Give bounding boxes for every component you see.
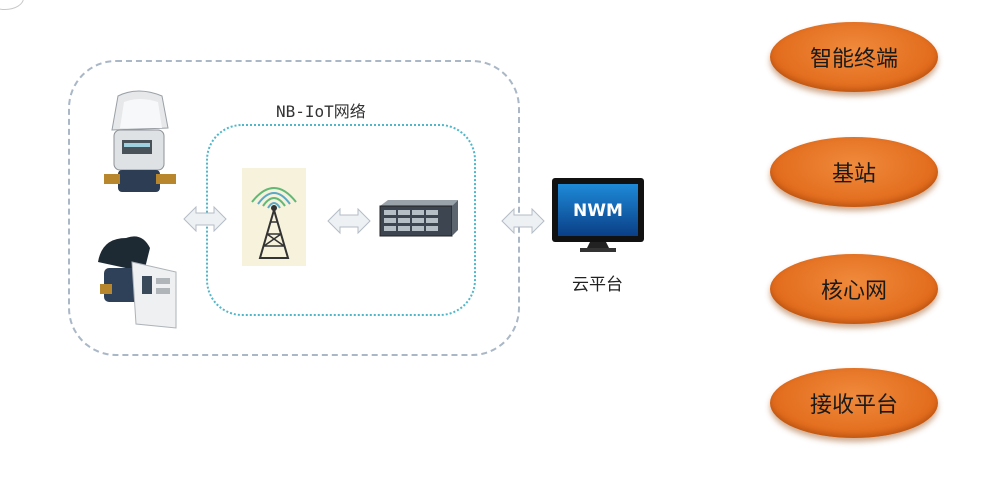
legend-item-core-network: 核心网 xyxy=(770,254,938,324)
legend-item-label: 接收平台 xyxy=(809,393,898,418)
monitor-screen-text: NWM xyxy=(573,201,623,221)
terminal-group-box xyxy=(68,60,520,356)
double-arrow-icon xyxy=(501,207,545,235)
double-arrow-icon xyxy=(327,207,371,235)
legend-item-label: 智能终端 xyxy=(809,47,898,72)
legend-item-smart-terminal: 智能终端 xyxy=(770,22,938,92)
legend-item-label: 核心网 xyxy=(820,279,887,304)
water-meter-icon xyxy=(98,236,177,329)
corner-decoration xyxy=(0,0,24,10)
legend-item-receiving-platform: 接收平台 xyxy=(770,368,938,438)
cloud-platform-label: 云平台 xyxy=(572,275,623,295)
legend-item-base-station: 基站 xyxy=(770,137,938,207)
network-label: NB-IoT网络 xyxy=(276,102,366,121)
cell-tower-icon xyxy=(242,168,306,266)
water-meter-icon xyxy=(104,90,176,192)
monitor-icon: NWM xyxy=(552,178,644,252)
legend-item-label: 基站 xyxy=(831,162,876,187)
server-icon xyxy=(379,200,458,237)
double-arrow-icon xyxy=(183,205,227,233)
